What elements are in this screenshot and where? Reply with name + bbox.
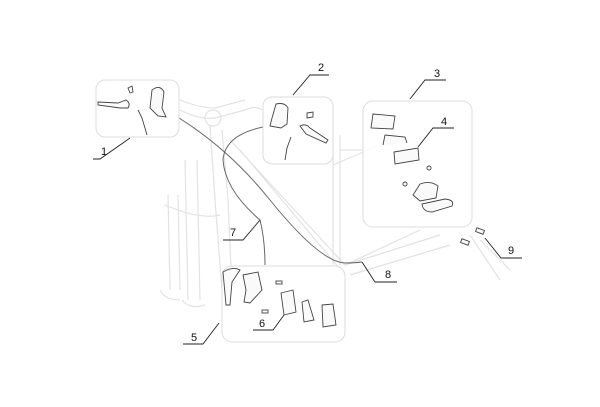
brake-lever-left-group (95, 79, 180, 138)
callout-9: 9 (484, 237, 522, 259)
callout-6: 6 (253, 314, 285, 331)
brake-cable-8 (178, 117, 363, 264)
callout-label: 7 (230, 227, 236, 239)
callout-3: 3 (409, 68, 446, 100)
callout-label: 3 (434, 68, 440, 80)
rear-caliper-group (362, 100, 473, 228)
brake-lever-right-group (262, 96, 334, 165)
callout-label: 1 (101, 146, 107, 158)
callout-4: 4 (417, 116, 454, 148)
callout-1: 1 (93, 137, 131, 160)
callout-label: 9 (508, 245, 514, 257)
callout-7: 7 (223, 219, 261, 241)
callout-2: 2 (292, 62, 329, 96)
callout-label: 5 (191, 332, 197, 344)
callout-label: 4 (441, 116, 447, 128)
mounting-bolts (459, 227, 486, 246)
brake-cable-7 (222, 126, 266, 266)
callout-label: 6 (259, 318, 265, 330)
callout-label: 8 (385, 269, 391, 281)
callout-8: 8 (361, 261, 397, 283)
callout-5: 5 (183, 322, 220, 345)
callout-label: 2 (318, 62, 324, 74)
front-caliper-group (221, 265, 346, 343)
